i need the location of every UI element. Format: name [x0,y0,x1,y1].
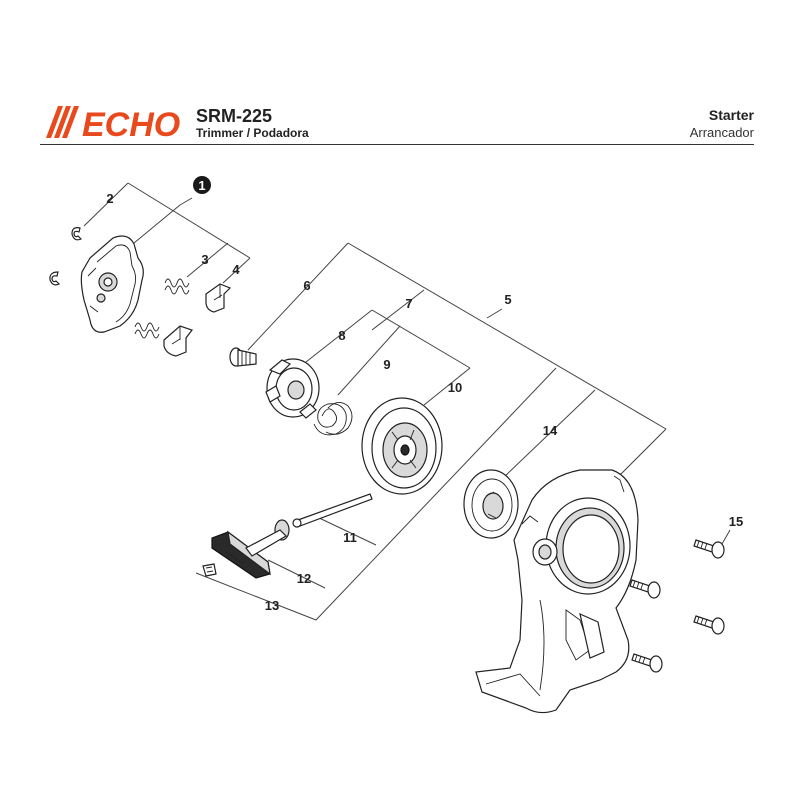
callout-3: 3 [201,252,208,267]
part-6-screw [229,347,257,367]
callout-11: 11 [343,530,357,545]
leader-lines [83,182,667,621]
leader-4 [222,257,251,284]
leader-14 [502,389,596,479]
leader-12 [267,559,326,589]
leader-2 [83,182,129,227]
part-15-bolt-1 [693,539,725,559]
part-4-pawl-lower [163,325,193,357]
leader-1 [179,197,193,206]
leader-9 [337,325,401,396]
part-9-recoil-spring [313,402,353,436]
model-subtitle: Trimmer / Podadora [196,126,309,140]
callout-10: 10 [448,380,462,395]
callout-14: 14 [543,423,558,438]
part-14-washer [463,469,519,539]
callout-13: 13 [265,598,279,613]
echo-logo: ECHO [42,104,190,140]
callout-4: 4 [232,262,240,277]
part-2-clip-bottom [49,271,61,286]
callout-6: 6 [303,278,310,293]
callout-12: 12 [297,571,311,586]
leader-6 [247,242,349,351]
header: ECHO SRM-225 Trimmer / Podadora Starter … [0,0,800,150]
part-3-spring-upper [164,278,190,295]
part-11-starter-rope [292,493,373,528]
leader-8 [305,309,373,363]
part-15-bolt-2 [629,579,661,599]
svg-text:ECHO: ECHO [82,106,180,140]
callout-15: 15 [729,514,743,529]
callout-5: 5 [504,292,511,307]
callout-9: 9 [383,357,390,372]
callout-7: 7 [405,296,412,311]
part-8-ratchet-hub [265,358,320,419]
echo-logo-icon: ECHO [46,106,180,140]
part-2-clip-top [71,227,83,241]
leader-2b [127,204,181,249]
header-divider [40,144,754,145]
section-subtitle: Arrancador [689,125,754,140]
callout-labels: 1 2 3 4 5 6 7 8 9 10 11 12 13 14 15 [106,176,743,613]
leader-15 [721,529,731,545]
part-3-spring-lower [134,322,160,339]
callout-2: 2 [106,191,113,206]
part-13-tag [202,563,217,577]
part-10-rope-reel [361,397,443,495]
callout-1-badge [193,176,211,194]
part-5-starter-housing [475,469,639,714]
leader-10 [423,367,471,406]
leader-3 [186,242,229,278]
leader-11 [314,515,377,546]
leader-group-5 [347,242,667,430]
part-15-bolt-4 [631,653,663,673]
callout-8: 8 [338,328,345,343]
leader-group-13 [195,367,557,621]
model-number: SRM-225 [196,106,273,126]
exploded-view: 1 2 3 4 5 6 7 8 9 10 11 12 13 14 15 [49,176,743,714]
part-12-starter-handle [211,519,290,579]
leader-group-1 [127,182,251,259]
leader-7-top [371,289,425,331]
leader-group-7 [371,309,471,369]
part-1-pulley-cover [80,235,144,333]
callout-1: 1 [198,178,205,193]
section-title: Starter [708,107,754,123]
leader-5-housing [619,428,667,476]
part-4-pawl-upper [205,283,232,313]
part-15-bolt-3 [693,615,725,635]
leader-5 [486,308,503,319]
